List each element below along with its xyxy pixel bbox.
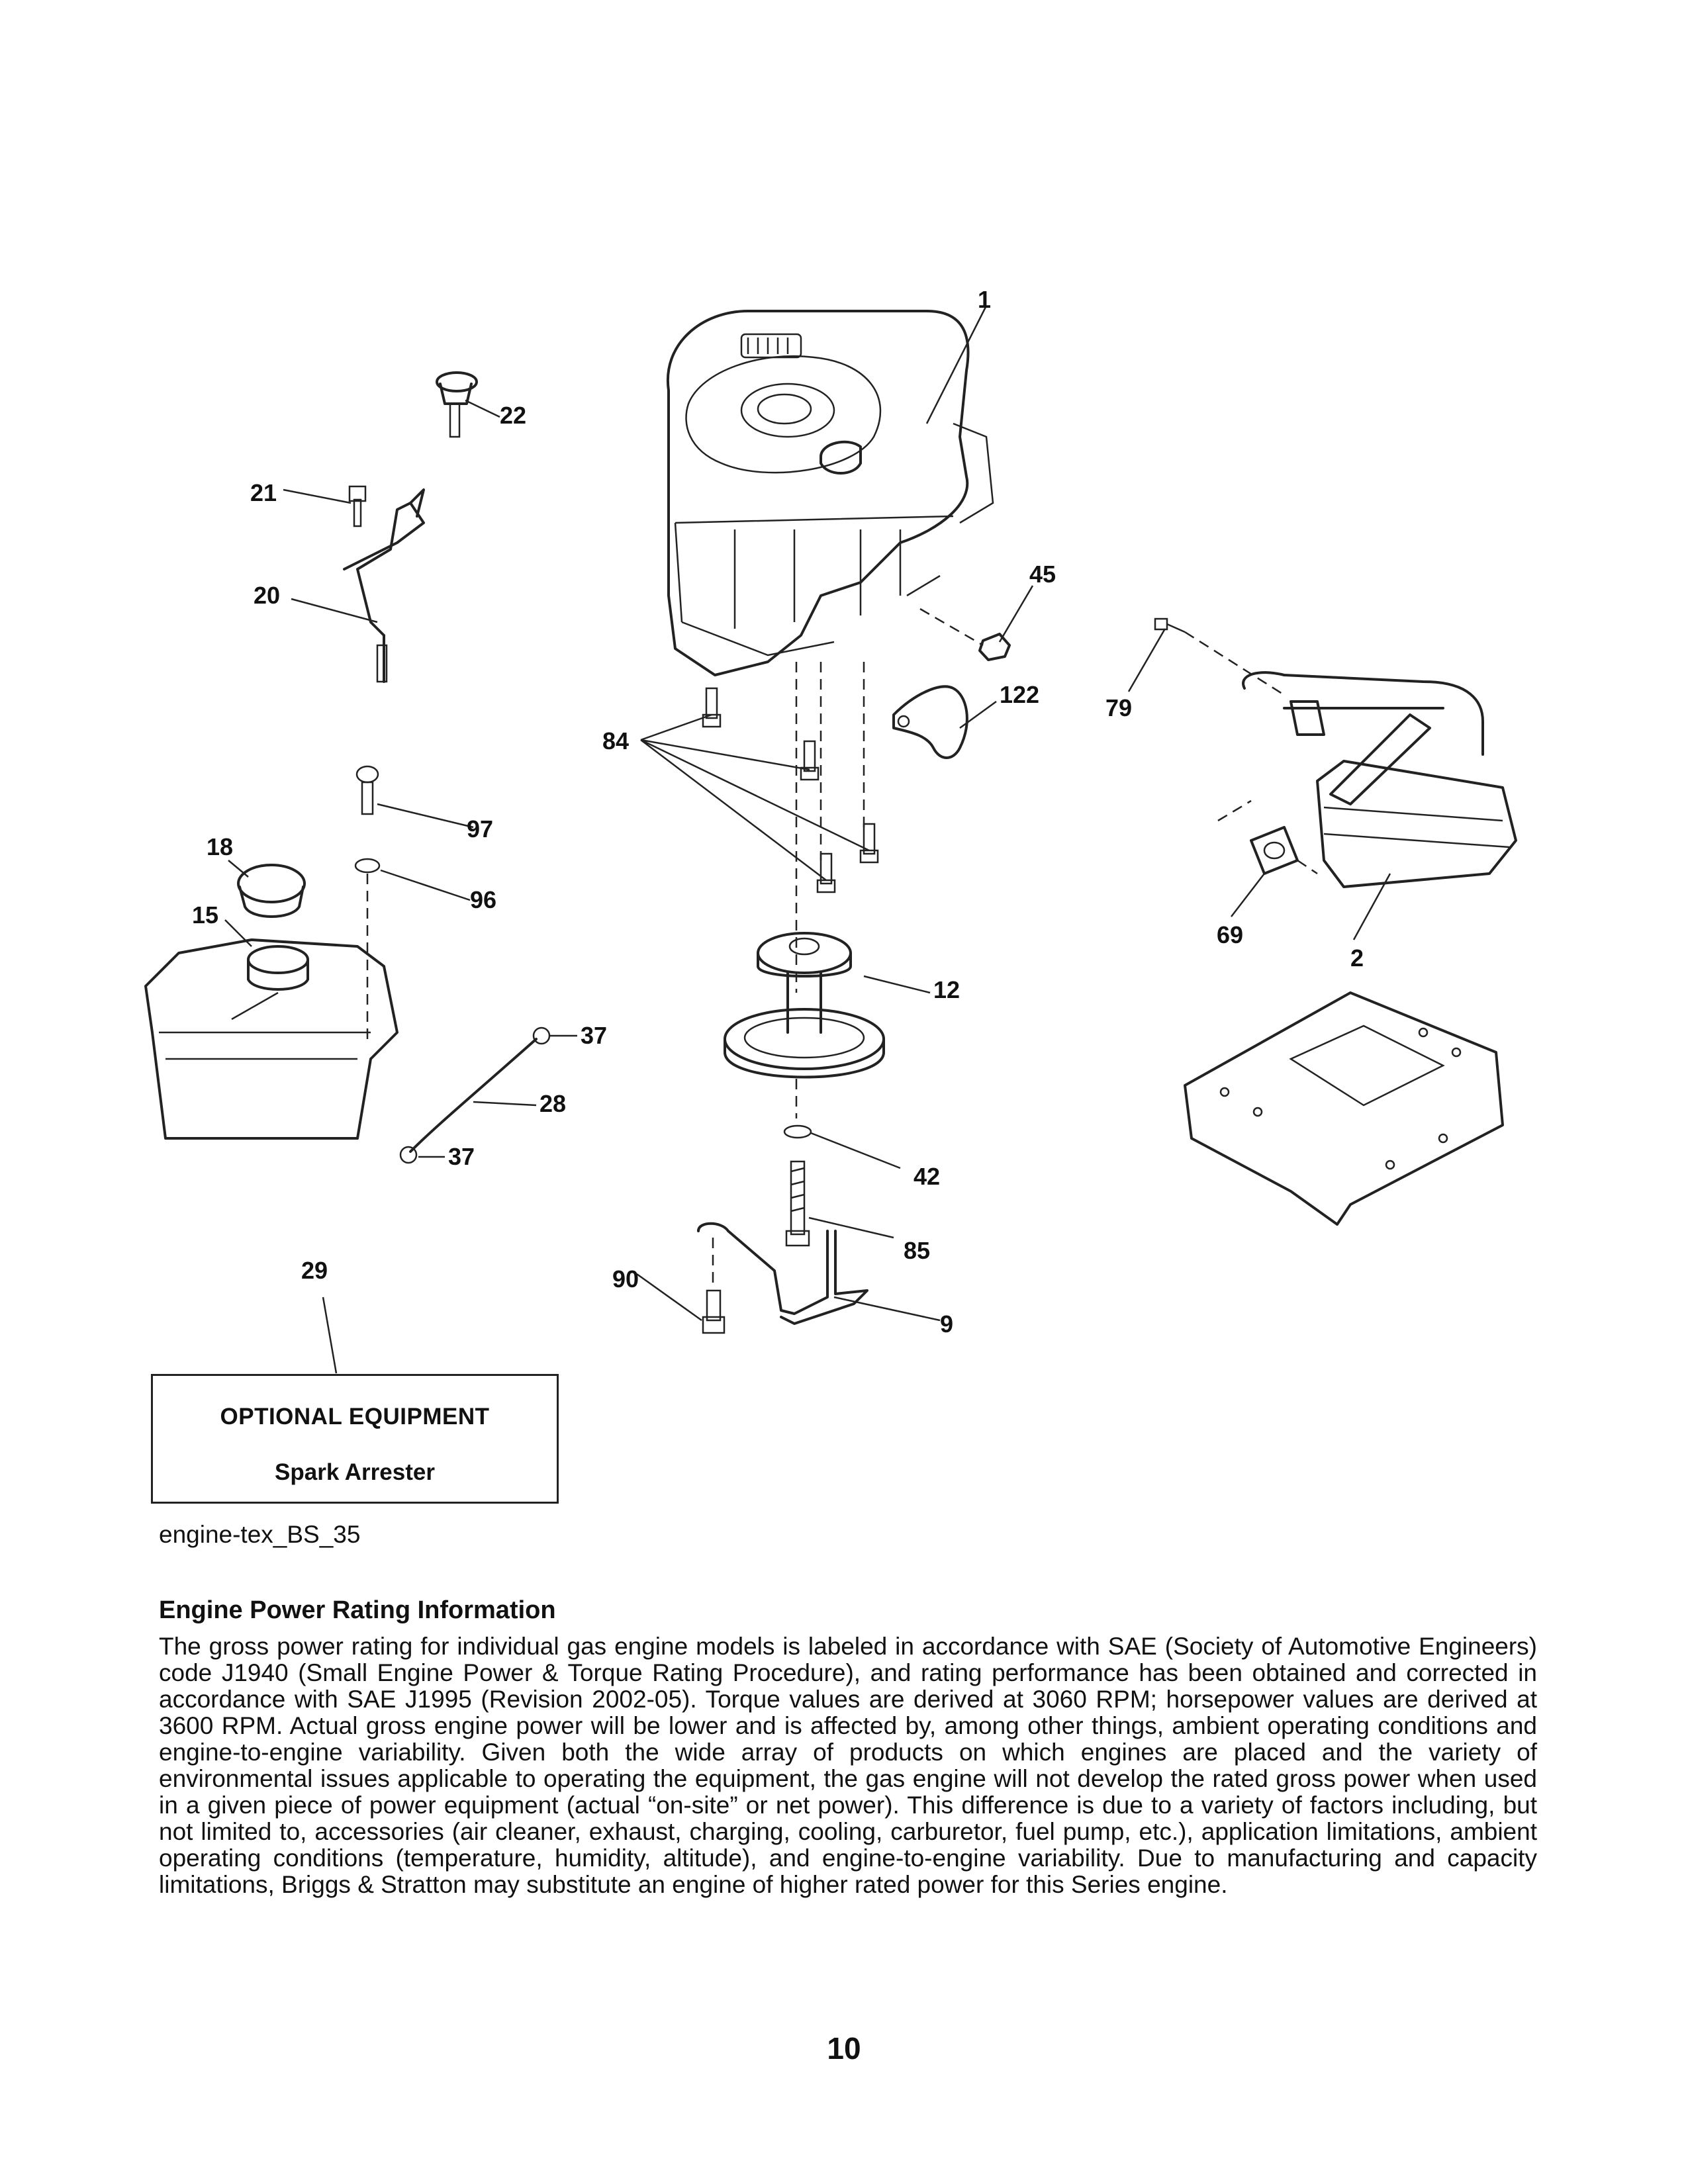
optional-equipment-box: OPTIONAL EQUIPMENT Spark Arrester — [151, 1374, 559, 1504]
part-2-muffler — [1242, 671, 1517, 888]
callout-1: 1 — [978, 286, 991, 313]
engine-parts-diagram: 1 45 122 84 12 42 85 9 90 22 21 20 97 96… — [144, 286, 1517, 1374]
optional-equipment-item: Spark Arrester — [275, 1459, 435, 1485]
part-28-fuel-line — [409, 1038, 538, 1153]
callout-2: 2 — [1350, 944, 1364, 972]
part-122-shield — [892, 685, 968, 759]
part-90-bolt — [702, 1289, 726, 1334]
engine-mount-plate — [1184, 991, 1504, 1226]
figure-id: engine-tex_BS_35 — [159, 1521, 361, 1548]
callout-69: 69 — [1217, 921, 1243, 948]
callout-85: 85 — [904, 1237, 930, 1264]
part-85-bolt — [785, 1160, 810, 1247]
part-21-screw — [348, 485, 367, 527]
part-22-knob — [436, 371, 478, 438]
callout-96: 96 — [470, 886, 496, 913]
rating-heading: Engine Power Rating Information — [159, 1596, 556, 1624]
callout-37-top: 37 — [581, 1022, 607, 1049]
part-15-fuel-tank — [144, 938, 399, 1140]
part-18-cap — [237, 864, 306, 918]
page-number: 10 — [827, 2031, 861, 2066]
part-9-bracket — [697, 1222, 868, 1325]
part-79-screw — [1154, 617, 1186, 633]
callout-97: 97 — [467, 815, 493, 842]
callout-15: 15 — [192, 901, 218, 929]
callout-45: 45 — [1029, 561, 1056, 588]
part-45-nut — [978, 633, 1011, 661]
callout-12: 12 — [933, 976, 960, 1003]
callout-37-bottom: 37 — [448, 1143, 475, 1170]
part-97-screw — [355, 765, 379, 815]
callout-42: 42 — [914, 1163, 940, 1190]
callout-9: 9 — [940, 1310, 953, 1338]
callout-122: 122 — [1000, 681, 1039, 708]
part-37-clamp-bottom — [399, 1146, 418, 1164]
callout-79: 79 — [1105, 694, 1132, 721]
rating-body: The gross power rating for individual ga… — [159, 1633, 1537, 1898]
part-20-bracket — [343, 488, 425, 683]
part-37-clamp-top — [532, 1026, 551, 1045]
engine-assembly — [666, 310, 994, 676]
callout-21: 21 — [250, 479, 277, 506]
callout-90: 90 — [612, 1265, 639, 1293]
callout-22: 22 — [500, 402, 526, 429]
callout-28: 28 — [539, 1090, 566, 1117]
part-96-washer — [354, 858, 381, 874]
part-42-washer — [783, 1124, 812, 1139]
callout-84: 84 — [602, 727, 629, 754]
part-69-gasket — [1250, 826, 1299, 875]
callout-18: 18 — [207, 833, 233, 860]
callout-29: 29 — [301, 1257, 328, 1284]
part-12-pulley — [724, 932, 885, 1079]
callout-20: 20 — [254, 582, 280, 609]
optional-equipment-title: OPTIONAL EQUIPMENT — [220, 1404, 490, 1430]
part-84-bolts — [702, 687, 879, 893]
